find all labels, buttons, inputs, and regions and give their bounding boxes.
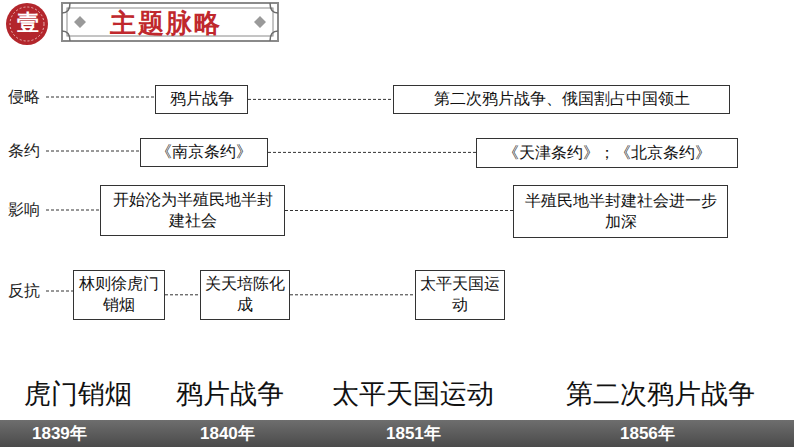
dashed-connector [248,99,393,100]
timeline-event: 第二次鸦片战争 [566,378,755,410]
timeline-event: 虎门销烟 [24,378,132,410]
box-text: 开始沦为半殖民地半封建社会 [105,190,280,232]
badge-number: 壹 [17,10,39,36]
event-box: 鸦片战争 [155,85,248,114]
timeline-year: 1856年 [620,424,675,444]
row-label: 反抗 [8,281,40,300]
box-text: 林则徐虎门销烟 [78,274,160,316]
event-box: 林则徐虎门销烟 [73,270,165,320]
badge-ring [10,7,44,41]
event-box: 半殖民地半封建社会进一步加深 [513,185,728,238]
box-text: 第二次鸦片战争、俄国割占中国领土 [434,89,690,110]
box-text: 关天培陈化成 [205,274,285,316]
timeline-year: 1839年 [32,424,87,444]
box-text: 太平天国运动 [420,274,500,316]
box-text: 《天津条约》；《北京条约》 [503,143,711,164]
event-box: 《南京条约》 [140,138,268,167]
box-text: 《南京条约》 [156,142,252,163]
timeline-year: 1851年 [386,424,441,444]
event-box: 太平天国运动 [415,270,505,320]
timeline-year: 1840年 [200,424,255,444]
row-label: 条约 [8,141,40,160]
event-box: 开始沦为半殖民地半封建社会 [100,185,285,236]
dashed-connector [285,210,513,211]
event-box: 《天津条约》；《北京条约》 [476,138,738,168]
event-box: 第二次鸦片战争、俄国割占中国领土 [393,85,730,114]
dashed-connector [268,152,476,153]
row-label: 影响 [8,200,40,219]
box-text: 鸦片战争 [170,89,234,110]
dashed-connector [165,294,200,295]
box-text: 半殖民地半封建社会进一步加深 [518,191,723,233]
timeline-bar [0,420,794,447]
event-box: 关天培陈化成 [200,270,290,320]
row-label: 侵略 [8,87,40,106]
dashed-connector [290,294,415,295]
title-frame [62,3,278,41]
timeline-event: 太平天国运动 [332,378,494,410]
timeline-event: 鸦片战争 [176,378,284,410]
title-text: 主题脉略 [110,6,222,41]
badge-circle [6,3,48,45]
